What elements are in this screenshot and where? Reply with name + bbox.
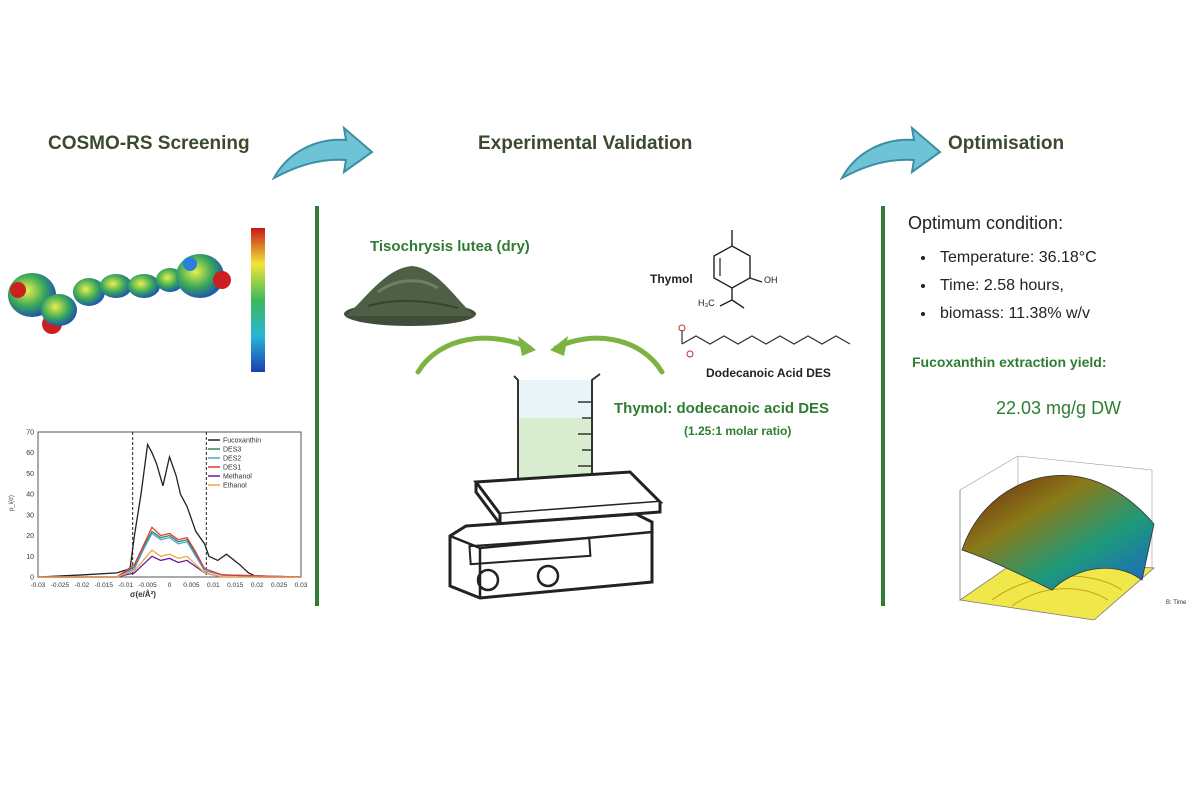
series-line-des2: [38, 532, 302, 578]
x-tick-label: -0.01: [118, 582, 133, 589]
optimum-heading: Optimum condition:: [908, 213, 1064, 233]
biomass-powder-image: [344, 266, 476, 326]
plot-area: [37, 431, 302, 578]
legend-label-des2: DES2: [223, 456, 241, 463]
legend-label-des1: DES1: [223, 465, 241, 472]
x-tick-label: -0.03: [31, 582, 46, 589]
x-tick-label: 0.005: [183, 582, 200, 589]
legend-label-ethanol: Ethanol: [223, 483, 247, 490]
screening-title: COSMO-RS Screening: [48, 133, 250, 154]
legend-label-methanol: Methanol: [223, 474, 252, 481]
x-tick-label: 0.03: [295, 582, 308, 589]
color-scale-bar: [251, 228, 265, 372]
x-tick-label: -0.005: [138, 582, 157, 589]
y-tick-label: 60: [26, 450, 34, 457]
legend-label-fucoxanthin: Fucoxanthin: [223, 438, 261, 445]
chart-ylabel: p_i(σ): [8, 495, 15, 511]
chart-xlabel: σ(e/Å²): [130, 590, 156, 599]
condition-list: Temperature: 36.18°C Time: 2.58 hours, b…: [914, 244, 1097, 328]
response-surface-image: [958, 455, 1156, 621]
series-line-fucoxanthin: [37, 442, 301, 578]
yield-value: 22.03 mg/g DW: [996, 398, 1122, 418]
y-tick-label: 0: [30, 575, 34, 582]
x-tick-label: 0.01: [207, 582, 220, 589]
y-tick-label: 10: [26, 554, 34, 561]
thymol-structure-image: [713, 230, 763, 309]
series-line-des1: [38, 526, 302, 578]
x-tick-label: 0.015: [227, 582, 244, 589]
optimisation-title: Optimisation: [948, 133, 1065, 154]
divider-left: [315, 206, 319, 606]
y-tick-label: 50: [26, 471, 34, 478]
beaker-hotplate-image: [448, 373, 664, 600]
yield-label: Fucoxanthin extraction yield:: [912, 354, 1107, 370]
divider-right: [881, 206, 885, 606]
acid-label: Dodecanoic Acid DES: [706, 366, 831, 380]
series-line-ethanol: [38, 549, 301, 578]
thymol-label: Thymol: [650, 272, 693, 286]
x-tick-label: 0.025: [271, 582, 288, 589]
step-arrow-2-icon: [839, 125, 942, 181]
dodecanoic-acid-structure-image: [678, 324, 851, 358]
validation-title: Experimental Validation: [478, 133, 693, 154]
x-tick-label: 0: [168, 582, 172, 589]
step-arrow-1-icon: [271, 125, 374, 181]
y-tick-label: 30: [26, 512, 34, 519]
condition-temperature: Temperature: 36.18°C: [936, 244, 1097, 272]
surface-axis-label: B: Time: [1166, 600, 1187, 606]
x-tick-label: -0.02: [74, 582, 89, 589]
legend-label-des3: DES3: [223, 447, 241, 454]
x-tick-label: -0.025: [51, 582, 70, 589]
y-tick-label: 20: [26, 533, 34, 540]
ratio-label: (1.25:1 molar ratio): [684, 424, 792, 438]
series-line-methanol: [38, 555, 301, 578]
x-tick-label: 0.02: [251, 582, 264, 589]
y-tick-label: 70: [26, 430, 34, 437]
biomass-label: Tisochrysis lutea (dry): [370, 238, 530, 255]
x-tick-label: -0.015: [95, 582, 114, 589]
mixing-arrows-icon: [415, 335, 665, 375]
thymol-ch3-label: H₃C: [698, 298, 715, 308]
condition-biomass: biomass: 11.38% w/v: [936, 300, 1097, 328]
des-label: Thymol: dodecanoic acid DES: [614, 400, 830, 417]
y-tick-label: 40: [26, 492, 34, 499]
molecule-surface-image: [8, 254, 231, 334]
condition-time: Time: 2.58 hours,: [936, 272, 1097, 300]
thymol-oh-label: OH: [764, 275, 778, 285]
